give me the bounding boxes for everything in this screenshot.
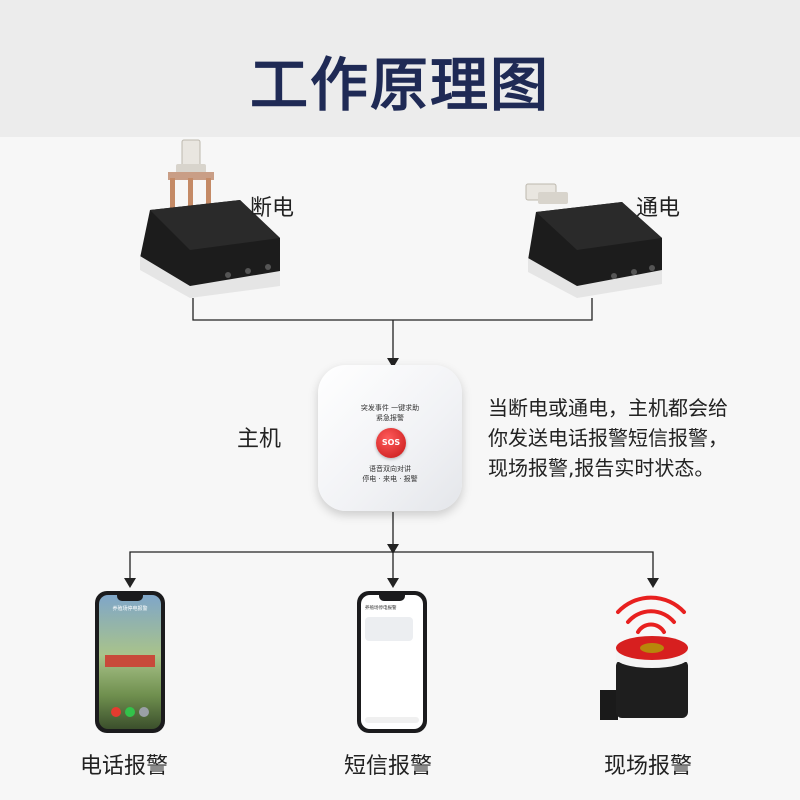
host-screen-line4: 停电 · 来电 · 报警 [318, 474, 462, 484]
phone-notch [117, 595, 143, 601]
phone-call-screen: 养殖场停电报警 [99, 595, 161, 729]
sos-button[interactable]: SOS [376, 428, 406, 458]
host-screen-line2: 紧急报警 [318, 413, 462, 423]
sms-message-bubble [365, 617, 413, 641]
description-text: 当断电或通电，主机都会给你发送电话报警短信报警，现场报警,报告实时状态。 [488, 393, 728, 483]
host-device: 突发事件 一键求助 紧急报警 SOS 语音双向对讲 停电 · 来电 · 报警 [318, 365, 462, 511]
farm-building [105, 655, 155, 667]
sms-input-bar [365, 717, 419, 723]
power-on-label: 通电 [636, 190, 680, 222]
sms-device: 养殖场停电报警 [357, 591, 427, 733]
power-off-label: 断电 [250, 190, 294, 222]
phone-call-screen-title: 养殖场停电报警 [99, 605, 161, 612]
phone-notch [379, 595, 405, 601]
accept-call-icon [125, 707, 135, 717]
host-screen-line3: 语音双向对讲 [318, 464, 462, 474]
decline-call-icon [111, 707, 121, 717]
phone-call-device: 养殖场停电报警 [95, 591, 165, 733]
host-screen-line1: 突发事件 一键求助 [318, 403, 462, 413]
sms-label: 短信报警 [344, 748, 432, 780]
sms-screen-title: 养殖场停电报警 [365, 605, 419, 611]
options-icon [139, 707, 149, 717]
siren-image [596, 590, 706, 730]
header-band: 工作原理图 [0, 0, 800, 137]
page-title: 工作原理图 [0, 38, 800, 122]
sms-screen: 养殖场停电报警 [361, 595, 423, 729]
phone-call-label: 电话报警 [80, 748, 168, 780]
host-label: 主机 [237, 421, 281, 453]
siren-label: 现场报警 [604, 748, 692, 780]
